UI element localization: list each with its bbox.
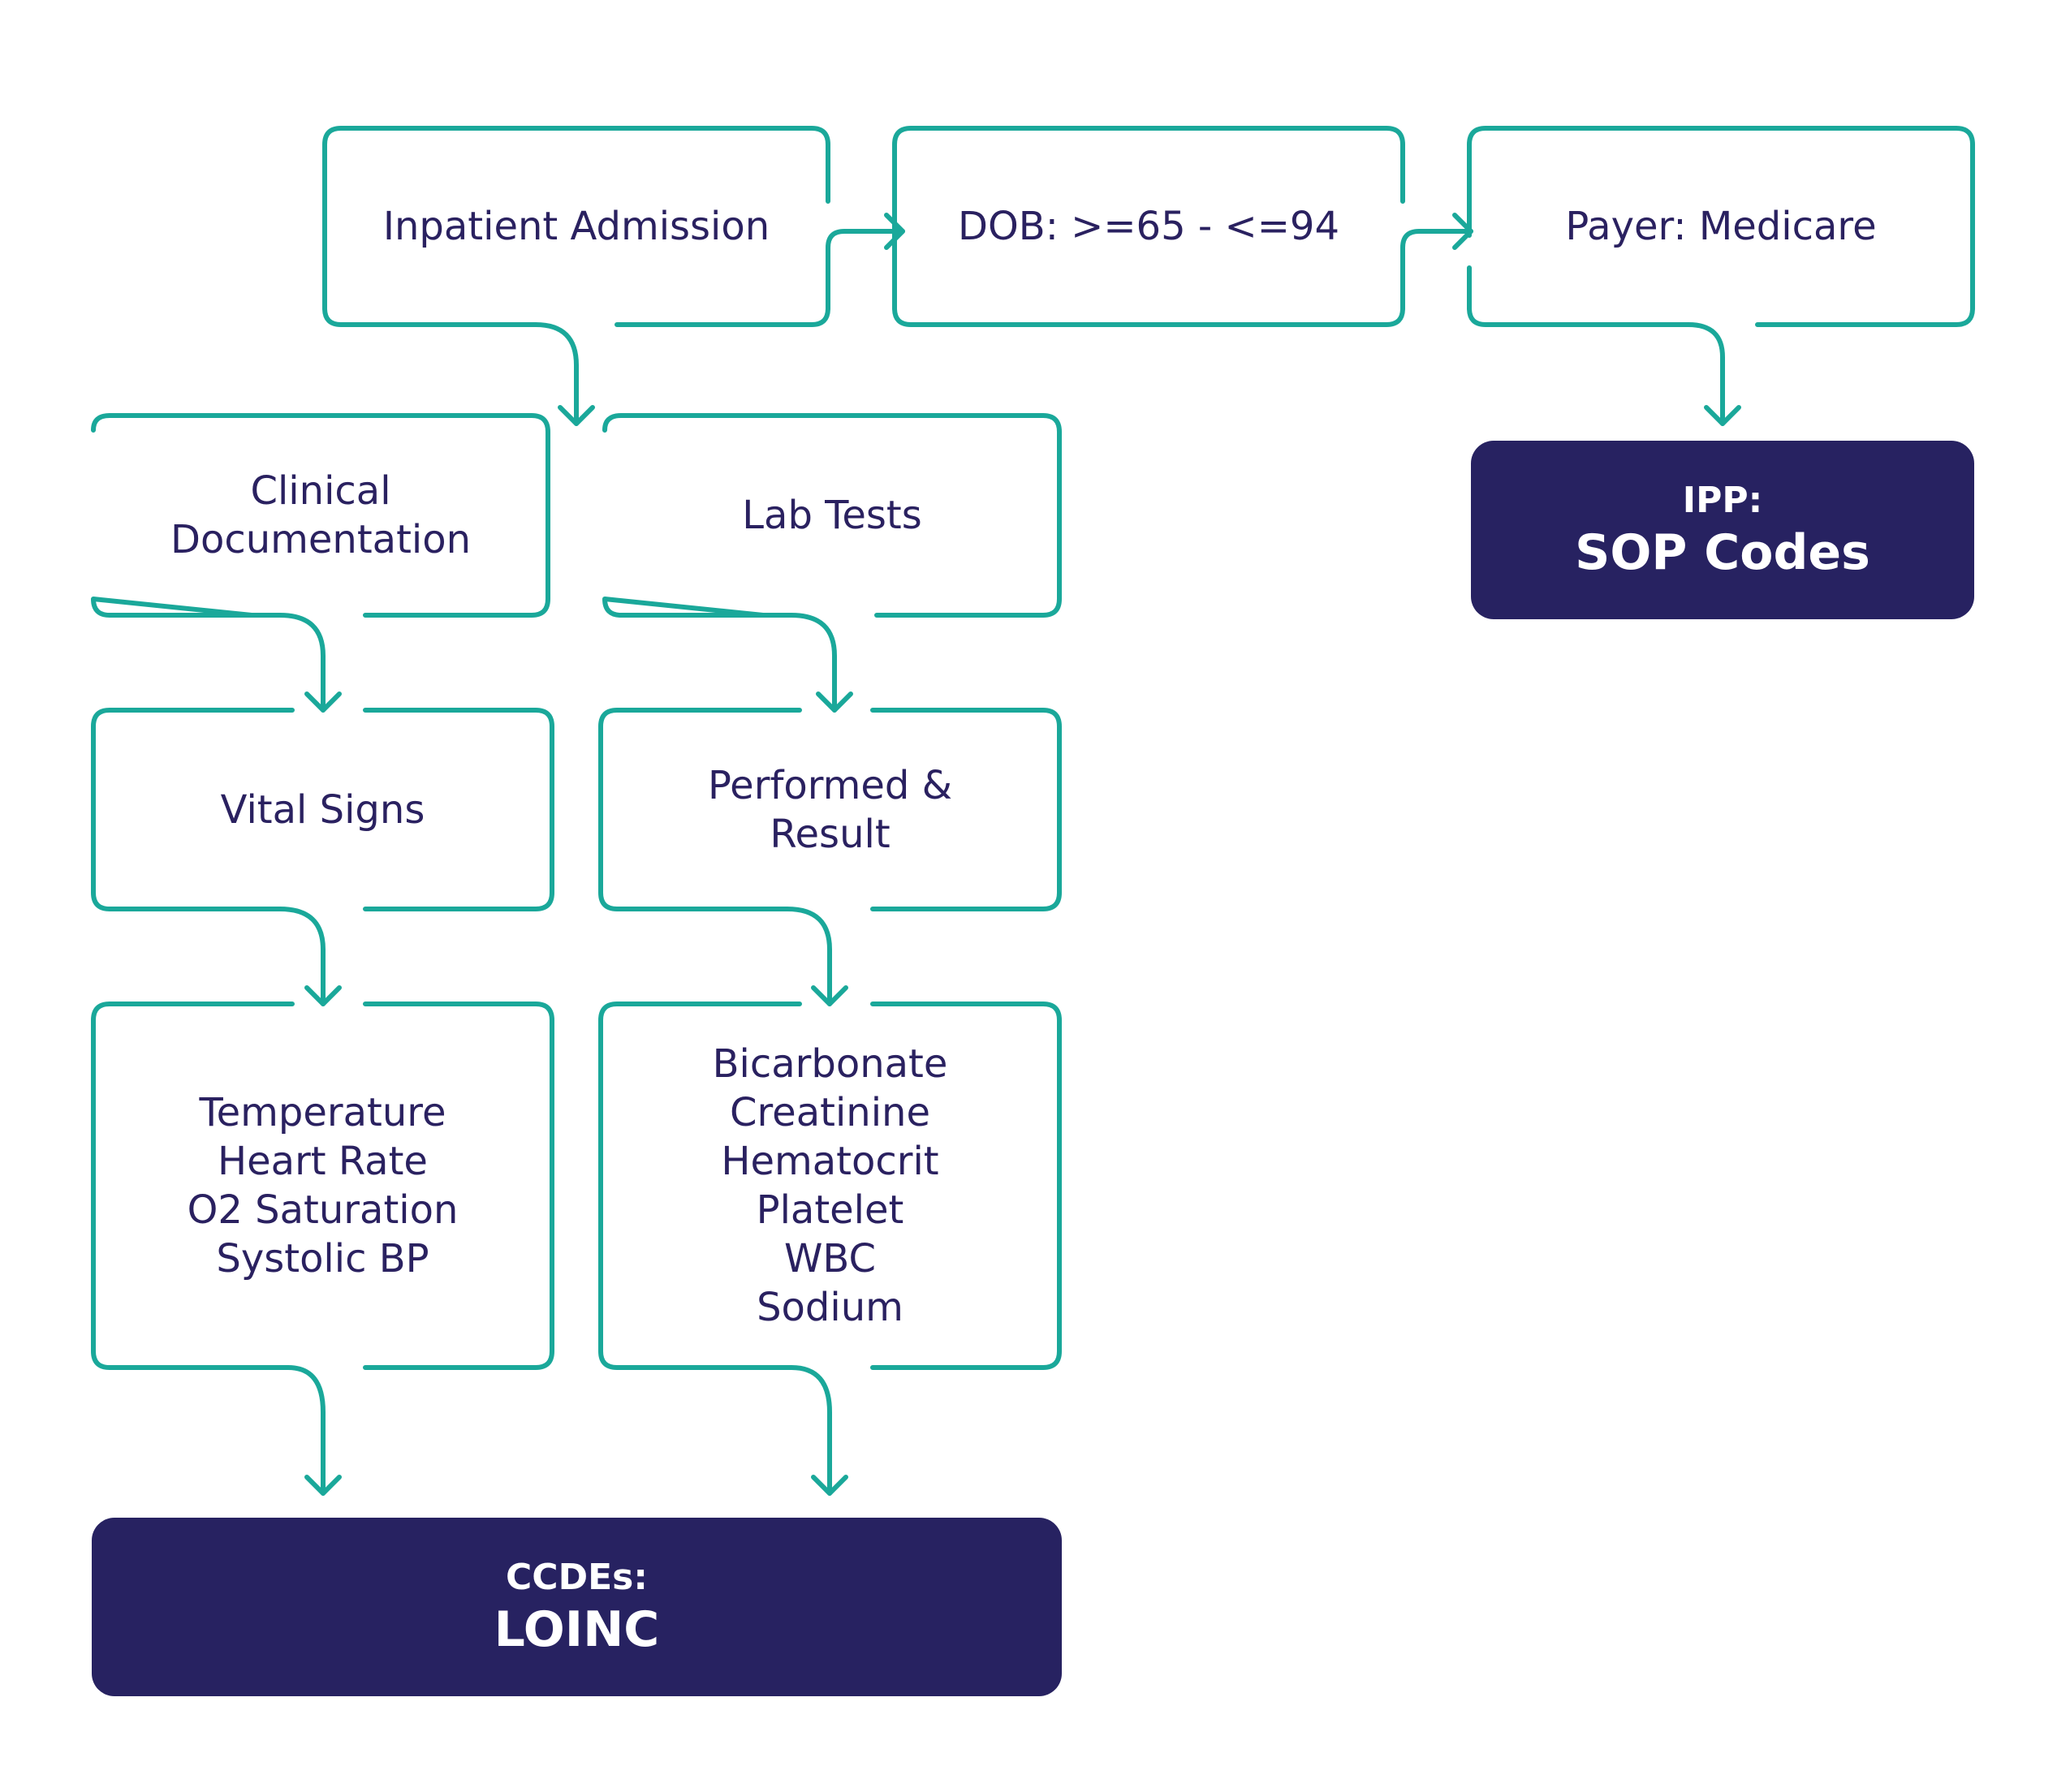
outcome-ipp-label: IPP: — [1682, 480, 1763, 521]
outcome-ccde-label: CCDEs: — [506, 1557, 648, 1598]
arrow-inpatient-to-dob — [826, 229, 905, 270]
outcome-ccde: CCDEs: LOINC — [92, 1518, 1062, 1696]
arrowhead-labs-to-ccde — [811, 1475, 848, 1496]
arrow-clinical-to-vital — [249, 613, 326, 713]
arrowhead-vital-to-list — [304, 985, 342, 1006]
arrowhead-performed-to-list — [811, 985, 848, 1006]
arrow-vital-to-list — [249, 907, 326, 1006]
node-lab-tests: Lab Tests — [742, 493, 922, 538]
arrow-payer-to-ipp — [1621, 322, 1725, 426]
arrowhead-lab-to-performed — [816, 691, 853, 713]
arrow-vitals-to-ccde — [274, 1365, 326, 1496]
box-clinical-documentation — [91, 413, 550, 618]
arrow-performed-to-list — [761, 907, 832, 1006]
box-labs-list — [598, 1002, 1062, 1370]
node-labs-list: Bicarbonate Creatinine Hematocrit Platel… — [712, 1041, 948, 1330]
node-performed-result: Performed & Result — [707, 762, 953, 857]
box-payer — [1467, 126, 1975, 327]
node-inpatient-admission: Inpatient Admission — [382, 204, 770, 249]
arrow-inpatient-to-children — [468, 322, 579, 426]
arrowhead-payer-to-ipp — [1704, 405, 1741, 426]
box-outlines — [91, 126, 1975, 1370]
arrow-labs-to-ccde — [777, 1365, 832, 1496]
arrowhead-clinical-to-vital — [304, 691, 342, 713]
node-payer: Payer: Medicare — [1565, 204, 1877, 249]
node-vital-signs: Vital Signs — [220, 786, 425, 833]
arrowhead-inpatient-to-dob — [884, 213, 905, 250]
box-lab-tests — [602, 413, 1062, 618]
outcome-ipp-value: SOP Codes — [1575, 524, 1870, 581]
outcome-ccde-value: LOINC — [494, 1601, 660, 1658]
node-clinical-documentation: Clinical Documentation — [170, 468, 472, 562]
node-vitals-list: Temperature Heart Rate O2 Saturation Sys… — [187, 1090, 459, 1282]
box-vitals-list — [91, 1002, 554, 1370]
arrow-lab-to-performed — [761, 613, 837, 713]
box-performed-result — [598, 708, 1062, 911]
arrowhead-dob-to-payer — [1452, 213, 1473, 250]
box-vital-signs — [91, 708, 554, 911]
box-inpatient-admission — [322, 126, 830, 327]
connectors — [249, 213, 1741, 1496]
arrowhead-inpatient-to-children — [558, 405, 595, 426]
arrow-dob-to-payer — [1400, 229, 1473, 270]
outcome-ipp: IPP: SOP Codes — [1471, 441, 1974, 619]
arrowhead-vitals-to-ccde — [304, 1475, 342, 1496]
node-dob: DOB: >=65 - <=94 — [958, 204, 1339, 249]
